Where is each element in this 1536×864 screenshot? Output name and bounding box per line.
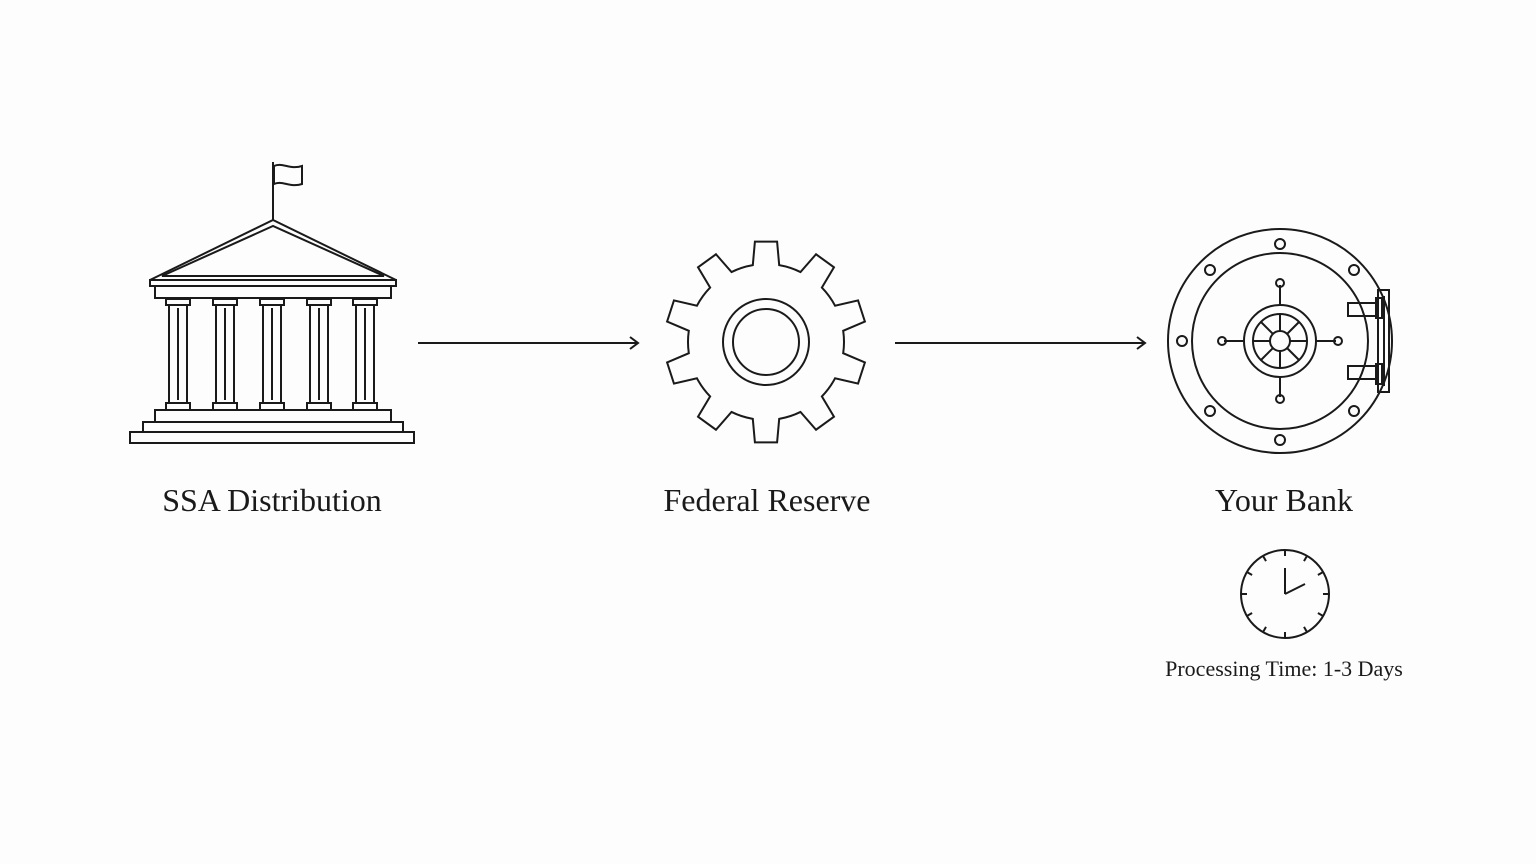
clock-tick: [1317, 612, 1324, 617]
node-label-ssa: SSA Distribution: [162, 482, 382, 518]
node-label-your-bank: Your Bank: [1214, 482, 1354, 518]
government-building-icon: [124, 158, 420, 450]
clock-tick: [1303, 555, 1308, 562]
clock-tick: [1303, 626, 1308, 633]
flow-arrow: [416, 334, 644, 359]
flow-arrow: [893, 334, 1151, 359]
clock-tick: [1246, 612, 1253, 617]
clock-tick: [1246, 571, 1253, 576]
clock-icon: [1236, 545, 1334, 643]
clock-tick: [1317, 571, 1324, 576]
clock-tick: [1262, 555, 1267, 562]
node-label-federal-reserve: Federal Reserve: [663, 482, 871, 518]
processing-time-label: Processing Time: 1-3 Days: [1165, 656, 1403, 681]
clock-tick: [1262, 626, 1267, 633]
vault-door-icon: [1160, 220, 1400, 462]
gear-icon: [660, 236, 872, 448]
